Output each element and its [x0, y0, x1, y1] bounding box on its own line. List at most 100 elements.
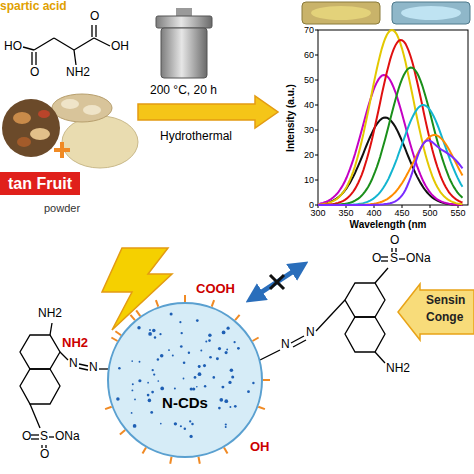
atom-label: NH2 — [386, 362, 410, 376]
atom-label: NH2 — [38, 307, 62, 321]
surface-groups — [199, 457, 200, 464]
circle-outline — [180, 345, 183, 348]
circle-outline — [231, 376, 234, 379]
autoclave-photo — [161, 28, 207, 78]
circle-outline — [147, 394, 150, 397]
circle-outline — [229, 406, 231, 408]
tick-label: 60 — [304, 50, 314, 60]
atom-label: O — [90, 10, 99, 24]
circle-outline — [172, 354, 174, 356]
tick-label: 50 — [304, 75, 314, 85]
circle-outline — [157, 358, 159, 360]
circle-outline — [216, 357, 219, 360]
fruit-photo — [13, 112, 31, 124]
circle-outline — [160, 423, 162, 425]
congo-red-right — [316, 300, 345, 331]
surface-groups — [263, 379, 270, 381]
atom-label: HO — [4, 40, 22, 54]
interaction-arrow — [270, 275, 284, 289]
congo-red-left — [50, 323, 52, 335]
circle-outline — [200, 350, 202, 352]
plot-axes — [315, 30, 468, 208]
congo-red-right — [260, 350, 280, 360]
group-label: COOH — [196, 282, 235, 297]
tick-label: 350 — [338, 208, 353, 218]
autoclave-photo — [156, 8, 212, 78]
circle-outline — [208, 333, 211, 336]
circle-outline — [234, 341, 236, 343]
circle-outline — [131, 360, 133, 362]
fruit-photo — [52, 94, 112, 122]
circle-outline — [191, 423, 193, 425]
circle-outline — [180, 425, 182, 427]
axis-title: Intensity (a.u.) — [285, 84, 297, 152]
circle-outline — [153, 373, 155, 375]
circle-outline — [179, 321, 181, 323]
group-label: NH2 — [62, 336, 88, 351]
atom-label: N — [306, 326, 315, 340]
circle-outline — [148, 399, 152, 403]
congo-red-left — [79, 364, 88, 366]
circle-outline — [174, 387, 176, 389]
circle-outline — [218, 347, 221, 350]
aspartic-acid-structure — [94, 38, 110, 46]
fruit-photo — [17, 137, 31, 147]
autoclave-photo — [156, 16, 212, 28]
circle-outline — [252, 382, 254, 384]
carbon-dot-circle: N-CDs — [107, 302, 263, 458]
congo-red-right — [345, 317, 385, 352]
condition-label: 200 °C, 20 h — [150, 84, 217, 98]
circle-outline — [147, 382, 149, 384]
atom-label: NH2 — [66, 66, 90, 80]
spectrum-curve — [318, 75, 463, 205]
congo-red-left — [20, 369, 60, 404]
congo-red-right — [399, 258, 405, 259]
circle-outline — [160, 354, 164, 358]
circle-outline — [150, 411, 153, 414]
petri-photos — [392, 2, 470, 24]
fruit-photo — [62, 116, 138, 168]
atom-label: S — [40, 430, 48, 444]
circle-outline — [116, 397, 120, 401]
atom-label: N — [89, 361, 98, 375]
congo-red-right — [375, 268, 388, 283]
congo-red-left — [20, 335, 60, 369]
circle-outline — [138, 379, 141, 382]
surface-groups — [258, 407, 265, 409]
aspartic-acid-structure — [91, 25, 92, 37]
circle-outline — [131, 412, 133, 414]
petri-photos — [311, 6, 371, 20]
circle-outline — [230, 369, 234, 373]
box-label: tan Fruit — [8, 174, 72, 193]
aspartic-acid-structure — [34, 38, 54, 50]
material-label: powder — [44, 202, 80, 215]
circle-outline — [168, 349, 170, 351]
arrow-label: Sensin — [426, 294, 465, 308]
atom-label: N — [281, 338, 290, 352]
petri-photos — [302, 2, 470, 24]
surface-groups — [105, 295, 270, 464]
circle-outline — [131, 389, 133, 391]
circle-outline — [160, 387, 164, 391]
circle-outline — [174, 422, 177, 425]
circle-outline — [204, 385, 207, 388]
tick-label: 450 — [394, 208, 409, 218]
fruit-photo — [61, 99, 79, 109]
surface-groups — [212, 300, 214, 307]
circle-outline — [226, 349, 228, 351]
tick-label: 70 — [304, 25, 314, 35]
tick-label: 20 — [304, 150, 314, 160]
aspartic-acid-structure — [31, 52, 32, 65]
group-label: OH — [250, 440, 270, 455]
interaction-arrow — [254, 267, 300, 297]
congo-red-right — [375, 352, 385, 363]
surface-groups — [115, 331, 121, 335]
circle-outline — [247, 390, 250, 393]
circle-outline — [148, 332, 152, 336]
circle-outline — [194, 376, 197, 379]
source-box: tan Fruit — [0, 172, 80, 195]
petri-photos — [302, 2, 380, 24]
circle-outline — [107, 302, 263, 458]
surface-groups — [156, 300, 158, 307]
